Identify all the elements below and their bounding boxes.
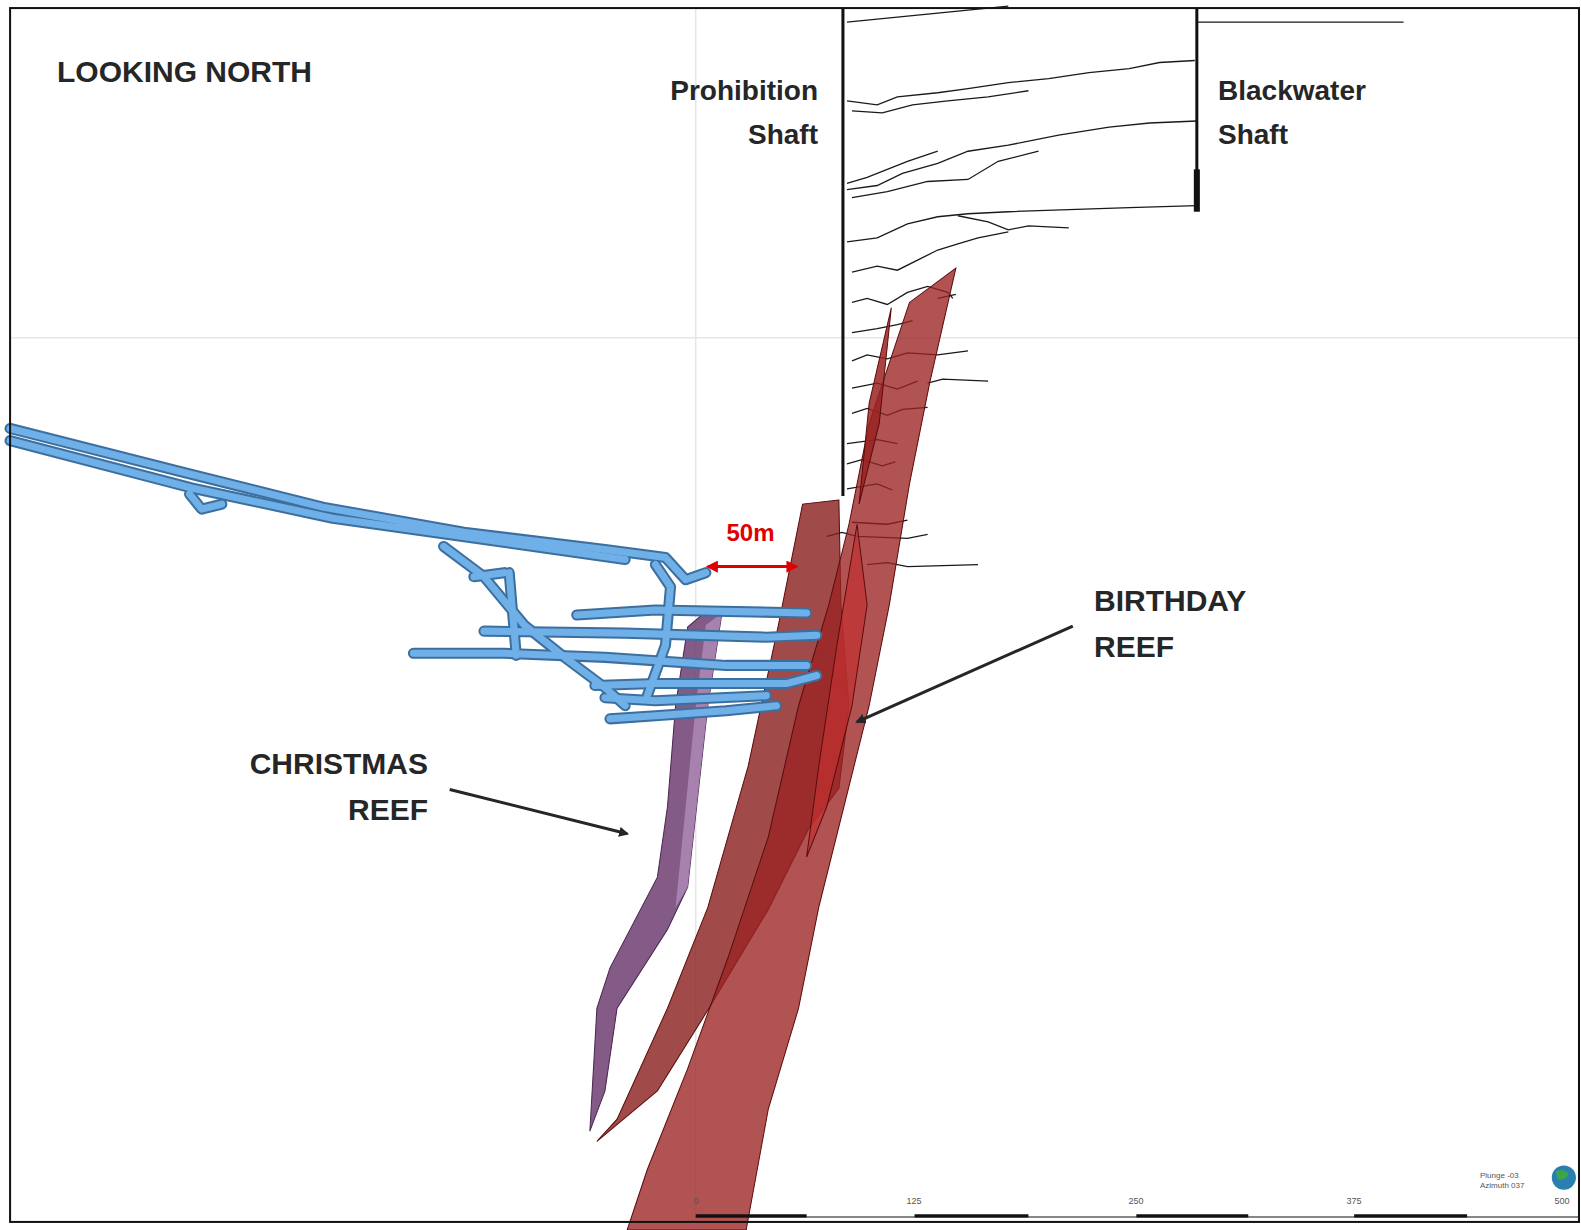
leader-arrow [450,789,627,833]
scale-bar [696,1216,1579,1217]
underground-workings [10,428,817,718]
shaft-line [1194,169,1200,211]
scale-value: 0 [681,1196,711,1207]
shaft-line [841,8,844,496]
view-parameter: Azimuth 037 [1480,1181,1551,1191]
dimension-label: 50m [712,518,789,548]
dimension-arrow [708,565,797,568]
reef-surface [597,268,956,1230]
grid-line [10,337,1579,339]
view-parameter: Plunge -03 [1480,1171,1551,1181]
scale-value: 125 [897,1196,931,1207]
leader-arrow [857,626,1073,722]
scale-value: 500 [1547,1196,1577,1207]
view-direction: LOOKING NORTH [57,52,380,92]
scale-value: 375 [1337,1196,1371,1207]
reef-name: BIRTHDAY REEF [1094,578,1306,670]
scale-value: 250 [1119,1196,1153,1207]
frame [10,8,1579,1222]
shaft-name: Blackwater Shaft [1218,69,1420,157]
orientation-globe [1552,1165,1576,1189]
reef-name: CHRISTMAS REEF [181,741,428,833]
shaft-name: Prohibition Shaft [637,69,818,157]
